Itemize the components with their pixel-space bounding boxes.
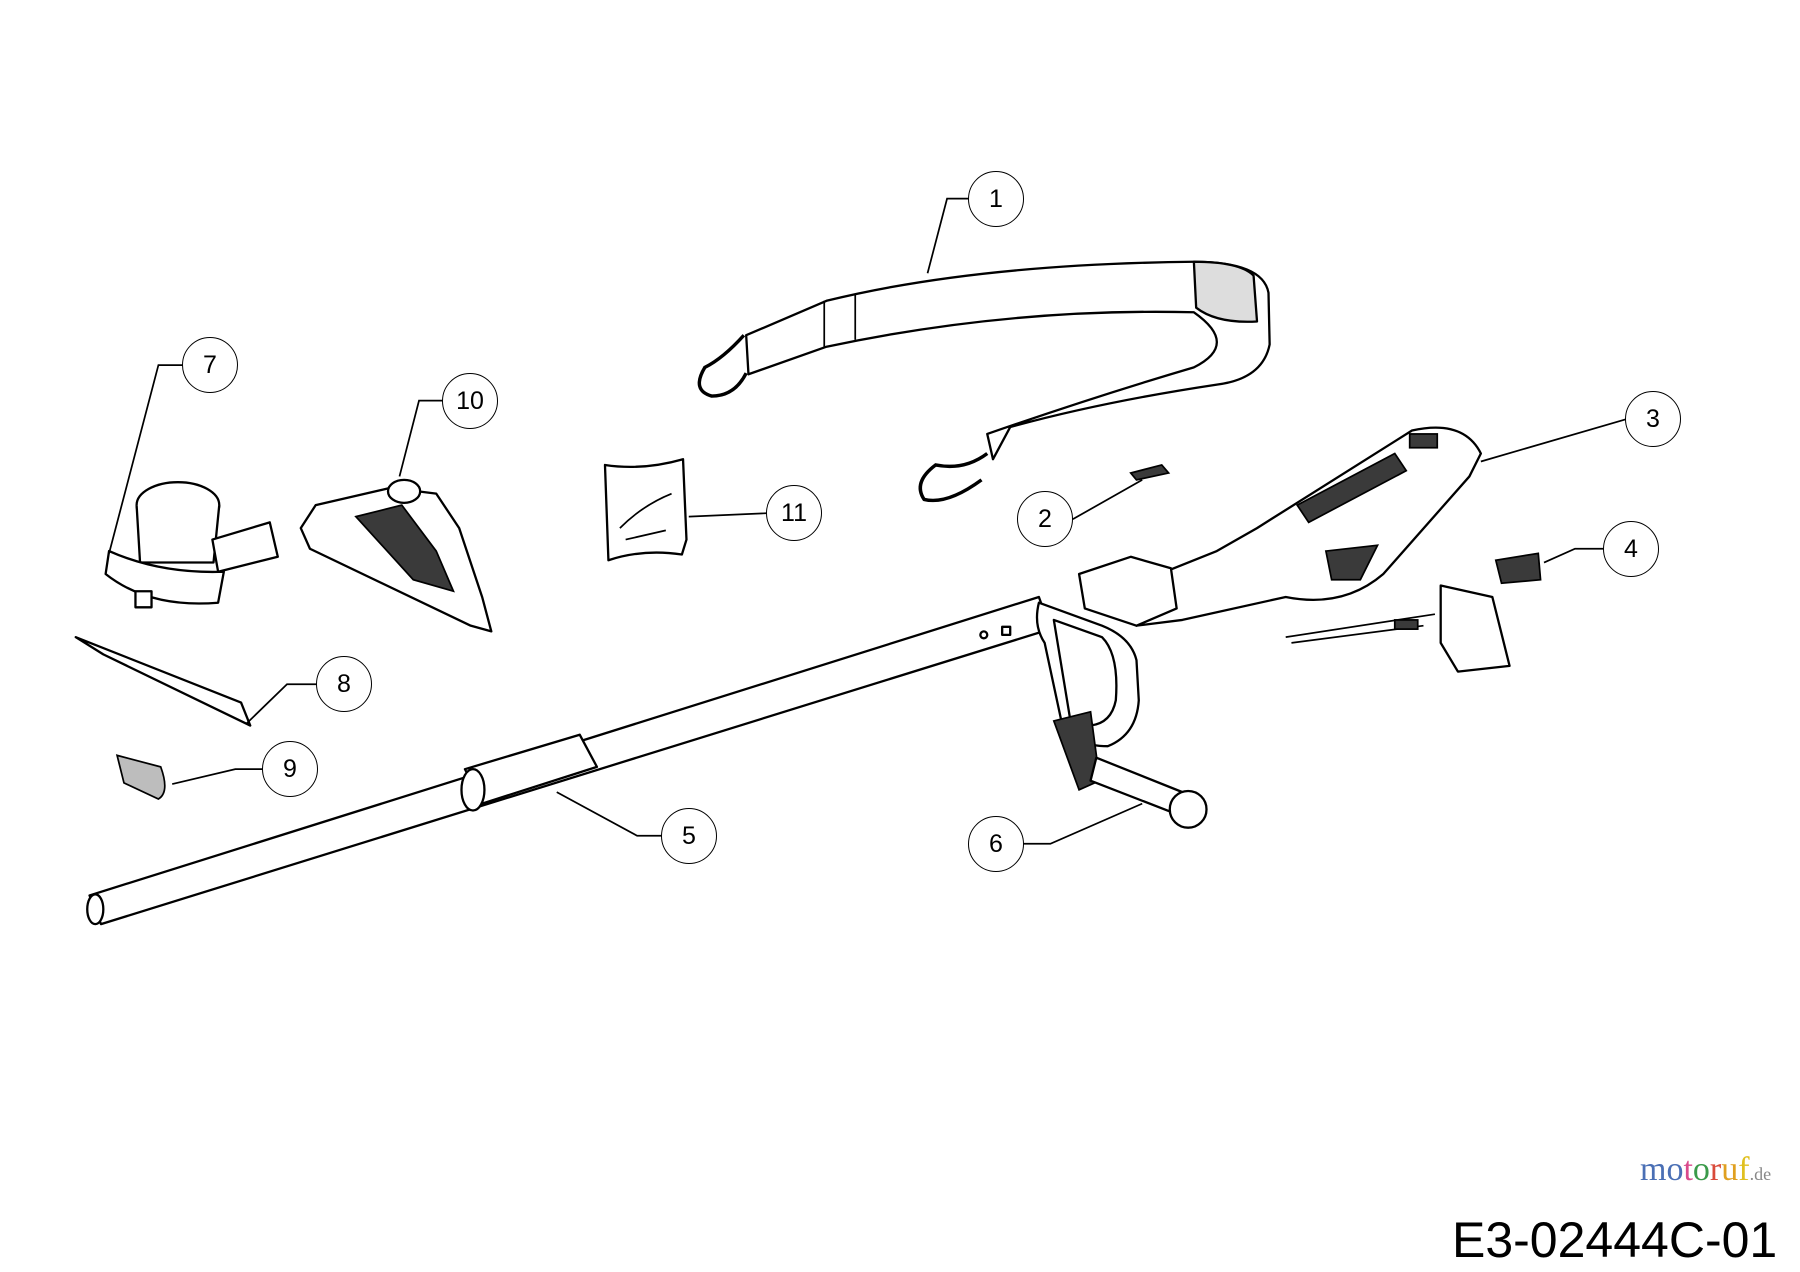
part-guard [299,478,493,633]
callout-6: 6 [968,816,1024,872]
callout-4: 4 [1603,521,1659,577]
leader-lines [108,197,1627,845]
callout-10: 10 [442,373,498,429]
callout-8: 8 [316,656,372,712]
part-line-cutter-blade [74,636,252,727]
part-hardware-bag [603,458,688,562]
part-motor-housing [1077,426,1483,627]
part-trimmer-head-motor [104,481,279,609]
callout-11: 11 [766,485,822,541]
part-strap [697,260,1271,503]
callout-3: 3 [1625,391,1681,447]
part-clip [1129,463,1171,481]
part-connector-switch-set [1285,552,1542,673]
part-auxiliary-handle [1035,601,1208,829]
callout-2: 2 [1017,491,1073,547]
part-shaft [86,595,1052,926]
watermark-logo: motoruf.de [1640,1151,1772,1188]
drawing-code: E3-02444C-01 [1452,1212,1778,1268]
callout-9: 9 [262,741,318,797]
part-cap [115,754,166,800]
callout-1: 1 [968,171,1024,227]
callout-5: 5 [661,808,717,864]
callout-7: 7 [182,337,238,393]
